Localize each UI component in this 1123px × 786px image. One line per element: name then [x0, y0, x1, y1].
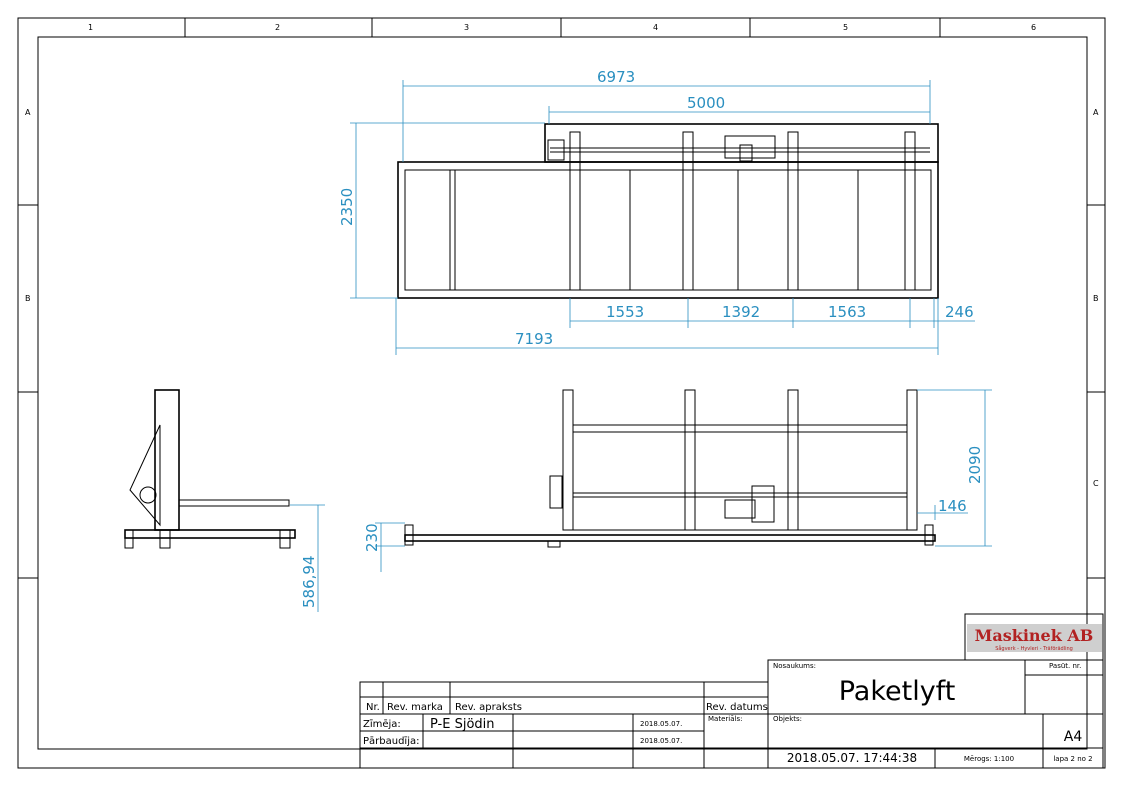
side-view	[124, 389, 296, 549]
zone-row-a-left: A	[25, 108, 31, 117]
checked-label: Pārbaudīja:	[363, 736, 419, 747]
top-view-dimension-lines	[350, 80, 975, 355]
zone-col-6: 6	[1031, 23, 1036, 32]
top-view	[397, 123, 939, 299]
zone-row-b-right: B	[1093, 294, 1099, 303]
order-number-label: Pasūt. nr.	[1049, 662, 1081, 670]
rev-header-nr: Nr.	[366, 702, 380, 713]
timestamp: 2018.05.07. 17:44:38	[787, 751, 917, 765]
outer-border	[17, 17, 1106, 769]
zone-col-5: 5	[843, 23, 848, 32]
name-label: Nosaukums:	[773, 662, 816, 670]
zone-col-3: 3	[464, 23, 469, 32]
zone-row-c-right: C	[1093, 479, 1099, 488]
object-label: Objekts:	[773, 715, 802, 723]
dim-146: 146	[938, 497, 967, 515]
dim-230: 230	[363, 523, 381, 552]
zone-row-a-right: A	[1093, 108, 1099, 117]
drawn-date: 2018.05.07.	[640, 720, 682, 728]
rev-header-date: Rev. datums	[706, 702, 768, 713]
dim-5000: 5000	[687, 94, 725, 112]
dim-1563: 1563	[828, 303, 866, 321]
dim-586-94: 586,94	[300, 556, 318, 609]
motor	[724, 135, 776, 159]
dim-1392: 1392	[722, 303, 760, 321]
zone-col-1: 1	[88, 23, 93, 32]
drawing-title: Paketlyft	[839, 676, 956, 707]
dim-2090: 2090	[966, 446, 984, 484]
logo-background	[967, 624, 1102, 652]
rev-header-description: Rev. apraksts	[455, 702, 522, 713]
drawn-by: P-E Sjödin	[430, 717, 495, 732]
material-label: Materiāls:	[708, 715, 742, 723]
dim-7193: 7193	[515, 330, 553, 348]
inner-border	[37, 36, 1088, 750]
dim-246: 246	[945, 303, 974, 321]
dim-1553: 1553	[606, 303, 644, 321]
zone-row-b-left: B	[25, 294, 31, 303]
scale: Mērogs: 1:100	[964, 755, 1014, 763]
logo-tagline: Sågverk - Hyvleri - Träförädling	[995, 645, 1073, 652]
zone-dividers	[18, 18, 1105, 579]
zone-col-4: 4	[653, 23, 658, 32]
dim-6973: 6973	[597, 68, 635, 86]
rev-header-mark: Rev. marka	[387, 702, 443, 713]
sheet-number: lapa 2 no 2	[1053, 755, 1092, 763]
logo-name: Maskinek AB	[975, 626, 1094, 645]
front-view-dimension-lines	[375, 389, 992, 572]
sheet-size: A4	[1064, 729, 1083, 745]
zone-col-2: 2	[275, 23, 280, 32]
drawn-label: Zīmēja:	[363, 719, 401, 730]
front-view	[404, 389, 936, 548]
title-block-grid	[359, 659, 1104, 769]
side-view-dimension-lines	[290, 504, 325, 612]
dim-2350: 2350	[338, 188, 356, 226]
checked-date: 2018.05.07.	[640, 737, 682, 745]
